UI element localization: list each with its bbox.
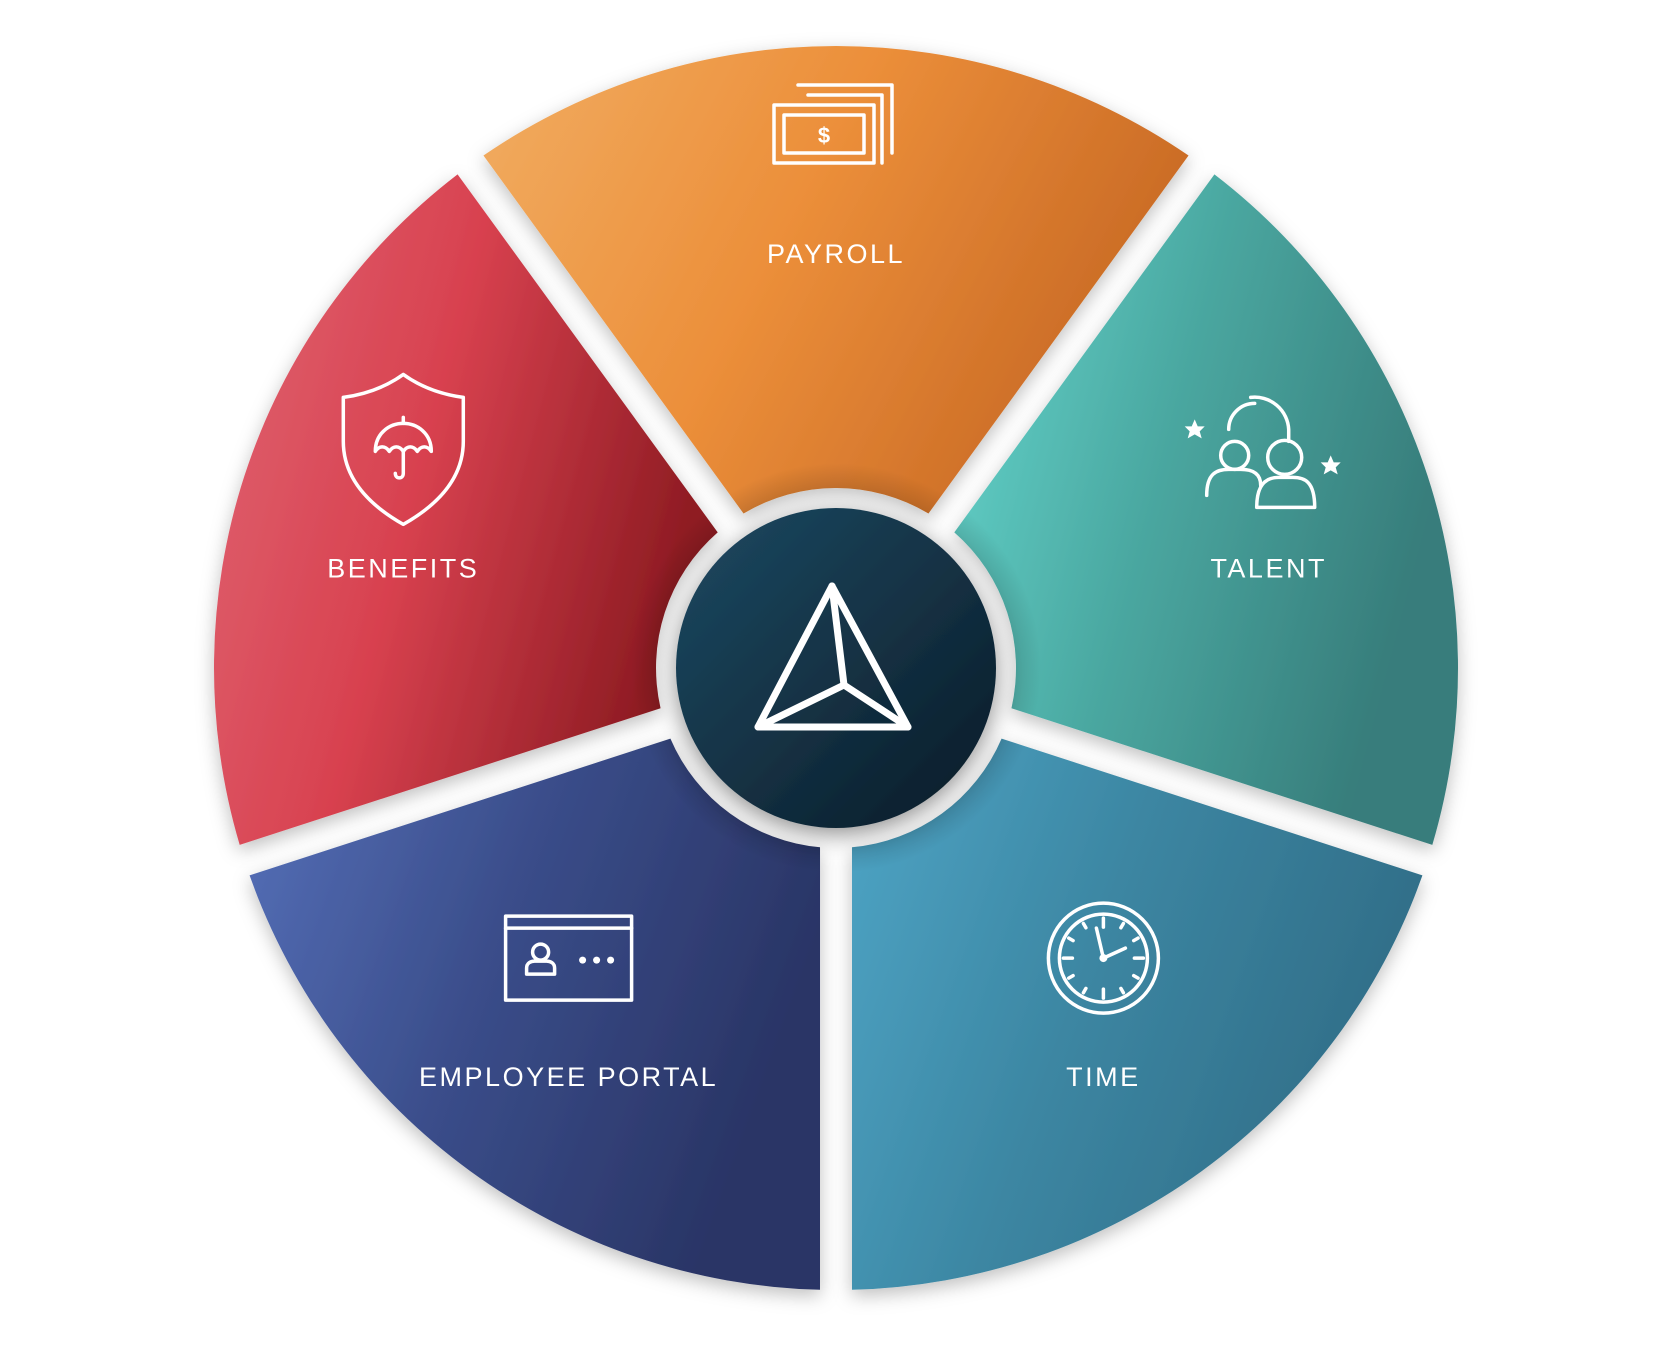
segment-payroll-inner-shade xyxy=(483,45,1189,514)
svg-text:$: $ xyxy=(818,123,830,148)
segment-employee-portal-inner-shade xyxy=(249,738,821,1290)
segment-talent-inner-shade xyxy=(954,174,1459,845)
segment-benefits[interactable]: BENEFITS xyxy=(213,174,718,845)
segment-time-label: TIME xyxy=(1066,1062,1141,1092)
money-bills-icon: $ xyxy=(772,83,894,165)
triangle-logo-icon xyxy=(754,582,912,731)
talent-magnet-icon xyxy=(1184,395,1341,510)
umbrella-shield-icon xyxy=(341,372,466,527)
segment-talent-label: TALENT xyxy=(1210,553,1327,583)
center-hub[interactable] xyxy=(676,508,996,828)
profile-card-icon xyxy=(503,914,634,1002)
segment-talent[interactable]: TALENT xyxy=(954,174,1459,845)
segment-payroll-label: PAYROLL xyxy=(767,239,905,269)
segment-payroll[interactable]: $ PAYROLL xyxy=(483,45,1189,514)
segment-time-inner-shade xyxy=(851,738,1423,1290)
segment-benefits-label: BENEFITS xyxy=(327,553,479,583)
segment-benefits-inner-shade xyxy=(213,174,718,845)
segment-time[interactable]: TIME xyxy=(851,738,1423,1290)
segment-employee-portal-label: EMPLOYEE PORTAL xyxy=(419,1062,718,1092)
segment-employee-portal[interactable]: EMPLOYEE PORTAL xyxy=(249,738,821,1290)
clock-icon xyxy=(1046,901,1161,1015)
